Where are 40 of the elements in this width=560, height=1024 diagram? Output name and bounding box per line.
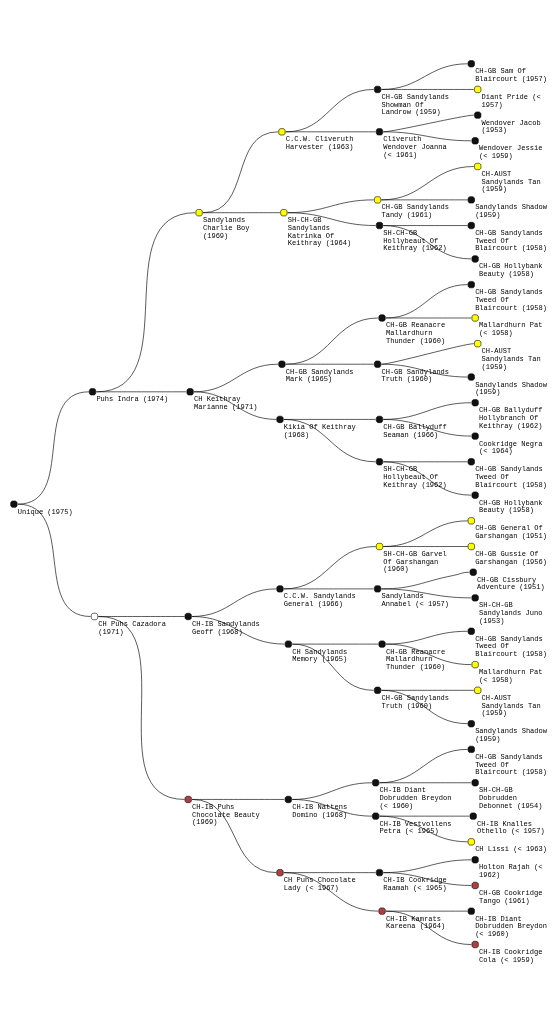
connector (381, 165, 475, 200)
connector (202, 131, 279, 213)
connector (383, 545, 469, 547)
connector (383, 131, 472, 141)
connector (381, 689, 469, 724)
connector (202, 211, 281, 213)
connector (383, 520, 469, 547)
connector (291, 643, 379, 644)
connector (287, 211, 376, 226)
connector (381, 88, 475, 90)
connector (193, 391, 277, 420)
connector (381, 342, 475, 365)
connector (383, 460, 472, 495)
connector (381, 588, 472, 598)
connector (285, 88, 375, 132)
connector (381, 363, 469, 377)
connector (385, 317, 472, 318)
connector (383, 224, 472, 259)
connector (285, 363, 375, 365)
connector (379, 815, 470, 816)
connector (98, 615, 185, 800)
connector (96, 211, 196, 392)
connector (17, 391, 90, 504)
connector (381, 199, 469, 200)
connector (285, 131, 376, 132)
connector (191, 615, 285, 644)
connector (291, 643, 375, 691)
connector (283, 871, 379, 911)
connector (379, 781, 472, 783)
connector (385, 630, 469, 644)
connector (96, 391, 187, 392)
connector (283, 545, 376, 589)
connector (385, 910, 472, 945)
connector (385, 643, 472, 665)
connector (283, 588, 375, 589)
connector (191, 798, 277, 873)
connector (291, 798, 373, 816)
connector (283, 418, 376, 462)
connector (17, 503, 91, 617)
connector (379, 815, 469, 842)
